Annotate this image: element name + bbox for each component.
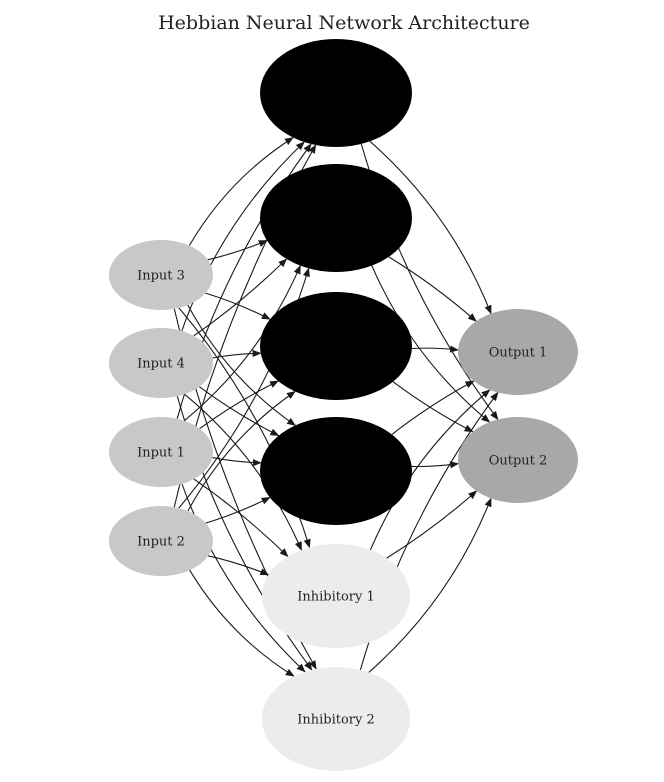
edge-input3-to-hidden1 bbox=[188, 137, 294, 246]
node-hidden2 bbox=[260, 164, 412, 272]
edge-hidden2-to-output1 bbox=[388, 256, 477, 322]
edge-hidden3-to-output1 bbox=[411, 345, 459, 353]
node-inhibitory1-shape bbox=[262, 544, 410, 648]
edge-input4-to-hidden3 bbox=[212, 349, 262, 359]
edge-inhibitory2-to-output2 bbox=[368, 497, 492, 673]
node-input3-shape bbox=[109, 240, 213, 310]
node-inhibitory2-label: Inhibitory 2 bbox=[297, 713, 375, 728]
node-output1-label: Output 1 bbox=[489, 346, 548, 361]
node-output1-shape bbox=[458, 309, 578, 395]
node-hidden4 bbox=[260, 417, 412, 525]
edge-input1-to-inhibitory1 bbox=[193, 478, 289, 558]
edge-inhibitory1-to-output2 bbox=[386, 490, 478, 559]
edge-hidden3-to-output2 bbox=[392, 381, 474, 433]
node-output2-label: Output 2 bbox=[489, 454, 548, 469]
node-hidden2-shape bbox=[260, 164, 412, 272]
node-output2: Output 2 bbox=[458, 417, 578, 503]
node-input1-shape bbox=[109, 417, 213, 487]
node-hidden4-shape bbox=[260, 417, 412, 525]
edge-input4-to-inhibitory1 bbox=[184, 393, 303, 551]
node-input1: Input 1 bbox=[109, 417, 213, 487]
node-inhibitory2: Inhibitory 2 bbox=[262, 667, 410, 771]
node-hidden1 bbox=[260, 39, 412, 147]
diagram-title: Hebbian Neural Network Architecture bbox=[158, 12, 530, 34]
edge-input2-to-hidden3 bbox=[187, 390, 296, 512]
node-inhibitory1: Inhibitory 1 bbox=[262, 544, 410, 648]
node-input1-label: Input 1 bbox=[137, 446, 185, 461]
node-hidden3 bbox=[260, 292, 412, 400]
node-input3: Input 3 bbox=[109, 240, 213, 310]
node-output2-shape bbox=[458, 417, 578, 503]
edge-input1-to-inhibitory2 bbox=[181, 483, 306, 673]
edge-inhibitory1-to-output1 bbox=[369, 389, 491, 551]
edge-input4-to-hidden1 bbox=[181, 141, 305, 332]
edge-hidden4-to-output1 bbox=[391, 380, 475, 435]
node-input4: Input 4 bbox=[109, 328, 213, 398]
node-output1: Output 1 bbox=[458, 309, 578, 395]
node-input4-shape bbox=[109, 328, 213, 398]
nodes-layer: Input 3 Input 4 Input 1 Input 2 Inhibitory 1… bbox=[109, 39, 578, 771]
node-input2-shape bbox=[109, 506, 213, 576]
node-inhibitory2-shape bbox=[262, 667, 410, 771]
edge-input1-to-hidden3 bbox=[199, 380, 280, 430]
node-hidden1-shape bbox=[260, 39, 412, 147]
edge-input2-to-inhibitory2 bbox=[189, 569, 295, 677]
node-hidden3-shape bbox=[260, 292, 412, 400]
node-inhibitory1-label: Inhibitory 1 bbox=[297, 590, 375, 605]
edge-input4-to-hidden4 bbox=[198, 386, 280, 437]
edge-input2-to-inhibitory1 bbox=[207, 555, 270, 576]
node-input2-label: Input 2 bbox=[137, 535, 185, 550]
edge-hidden1-to-output1 bbox=[369, 140, 492, 315]
edge-hidden4-to-output2 bbox=[411, 461, 460, 469]
node-input2: Input 2 bbox=[109, 506, 213, 576]
edge-input2-to-hidden4 bbox=[205, 497, 271, 524]
node-input4-label: Input 4 bbox=[137, 357, 185, 372]
edge-input3-to-hidden2 bbox=[207, 239, 268, 261]
edge-input4-to-hidden2 bbox=[193, 258, 288, 337]
node-input3-label: Input 3 bbox=[137, 269, 185, 284]
